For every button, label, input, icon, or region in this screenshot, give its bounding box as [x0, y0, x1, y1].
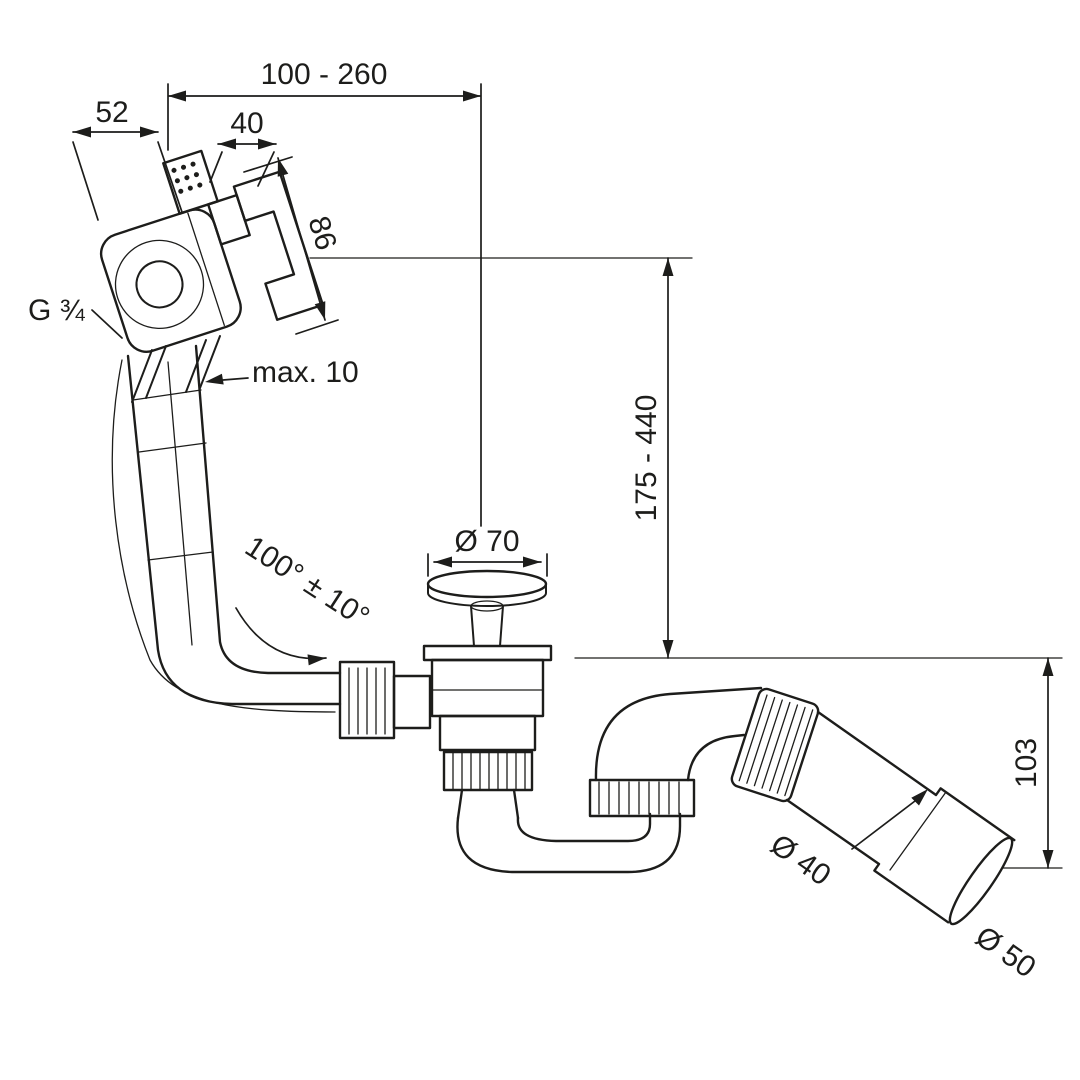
dim-label-40: 40: [230, 107, 263, 140]
label-thread-g34: G ¾: [28, 294, 86, 327]
dim-label-dia40: Ø 40: [764, 828, 836, 892]
trap-outer-wall: [456, 812, 682, 874]
reference-lines: [309, 257, 1063, 869]
dim-label-dia70: Ø 70: [454, 525, 519, 558]
telescope-joints: [132, 389, 214, 561]
valve-tailpipe: [456, 788, 520, 820]
pipe-outline: [126, 344, 342, 706]
dim-label-103: 103: [1010, 738, 1043, 788]
union-nut-body: [730, 687, 820, 803]
knurling-dots: [171, 161, 203, 194]
rosette-ring: [114, 239, 205, 330]
valve-nut-ribs: [452, 751, 526, 791]
waste-valve-assembly: [338, 569, 553, 820]
union-nut-ribs: [738, 694, 814, 797]
dim-label-52: 52: [95, 96, 128, 129]
outlet-end-face: [948, 836, 1014, 926]
riser-ribbed-nut: [588, 778, 696, 818]
overflow-rotary-unit: [99, 149, 325, 353]
elbow-bend: [594, 686, 763, 782]
valve-ribbed-nut: [442, 750, 534, 792]
rotary-knob: [135, 260, 184, 309]
outlet-pipe: [785, 710, 1016, 924]
valve-flange: [422, 644, 553, 662]
connector-spacer: [392, 674, 432, 730]
dim-label-86: 86: [301, 212, 342, 254]
bathtub-wall-section: [131, 335, 221, 403]
connector-nut-ribs: [348, 667, 386, 735]
plug-stem: [470, 605, 504, 647]
trap-and-outlet-pipework: [456, 686, 1016, 926]
label-max-10: max. 10: [252, 356, 359, 389]
dim-label-height-range: 175 - 440: [630, 395, 663, 522]
unit-housing-divider: [187, 212, 225, 326]
overflow-telescopic-pipe: [111, 344, 342, 713]
valve-lower-step: [438, 714, 537, 752]
trap-inner-wall: [516, 812, 652, 843]
label-swivel-angle: 100° ± 10°: [239, 530, 375, 634]
unit-housing: [99, 208, 242, 353]
valve-body: [430, 658, 545, 718]
riser-nut-ribs: [598, 781, 680, 815]
dim-label-dia50: Ø 50: [969, 920, 1041, 984]
pull-cable: [111, 359, 336, 713]
plug-cap-rim: [427, 583, 547, 607]
outlet-sleeve-rib: [889, 791, 947, 871]
dimension-lines: [72, 83, 1049, 869]
swivel-arc: [235, 607, 327, 660]
union-nut: [730, 687, 820, 803]
dim-label-span: 100 - 260: [261, 58, 388, 91]
dimension-arrowheads: [73, 90, 1054, 868]
clamp-screw: [162, 149, 219, 215]
plug-cap: [426, 569, 548, 599]
